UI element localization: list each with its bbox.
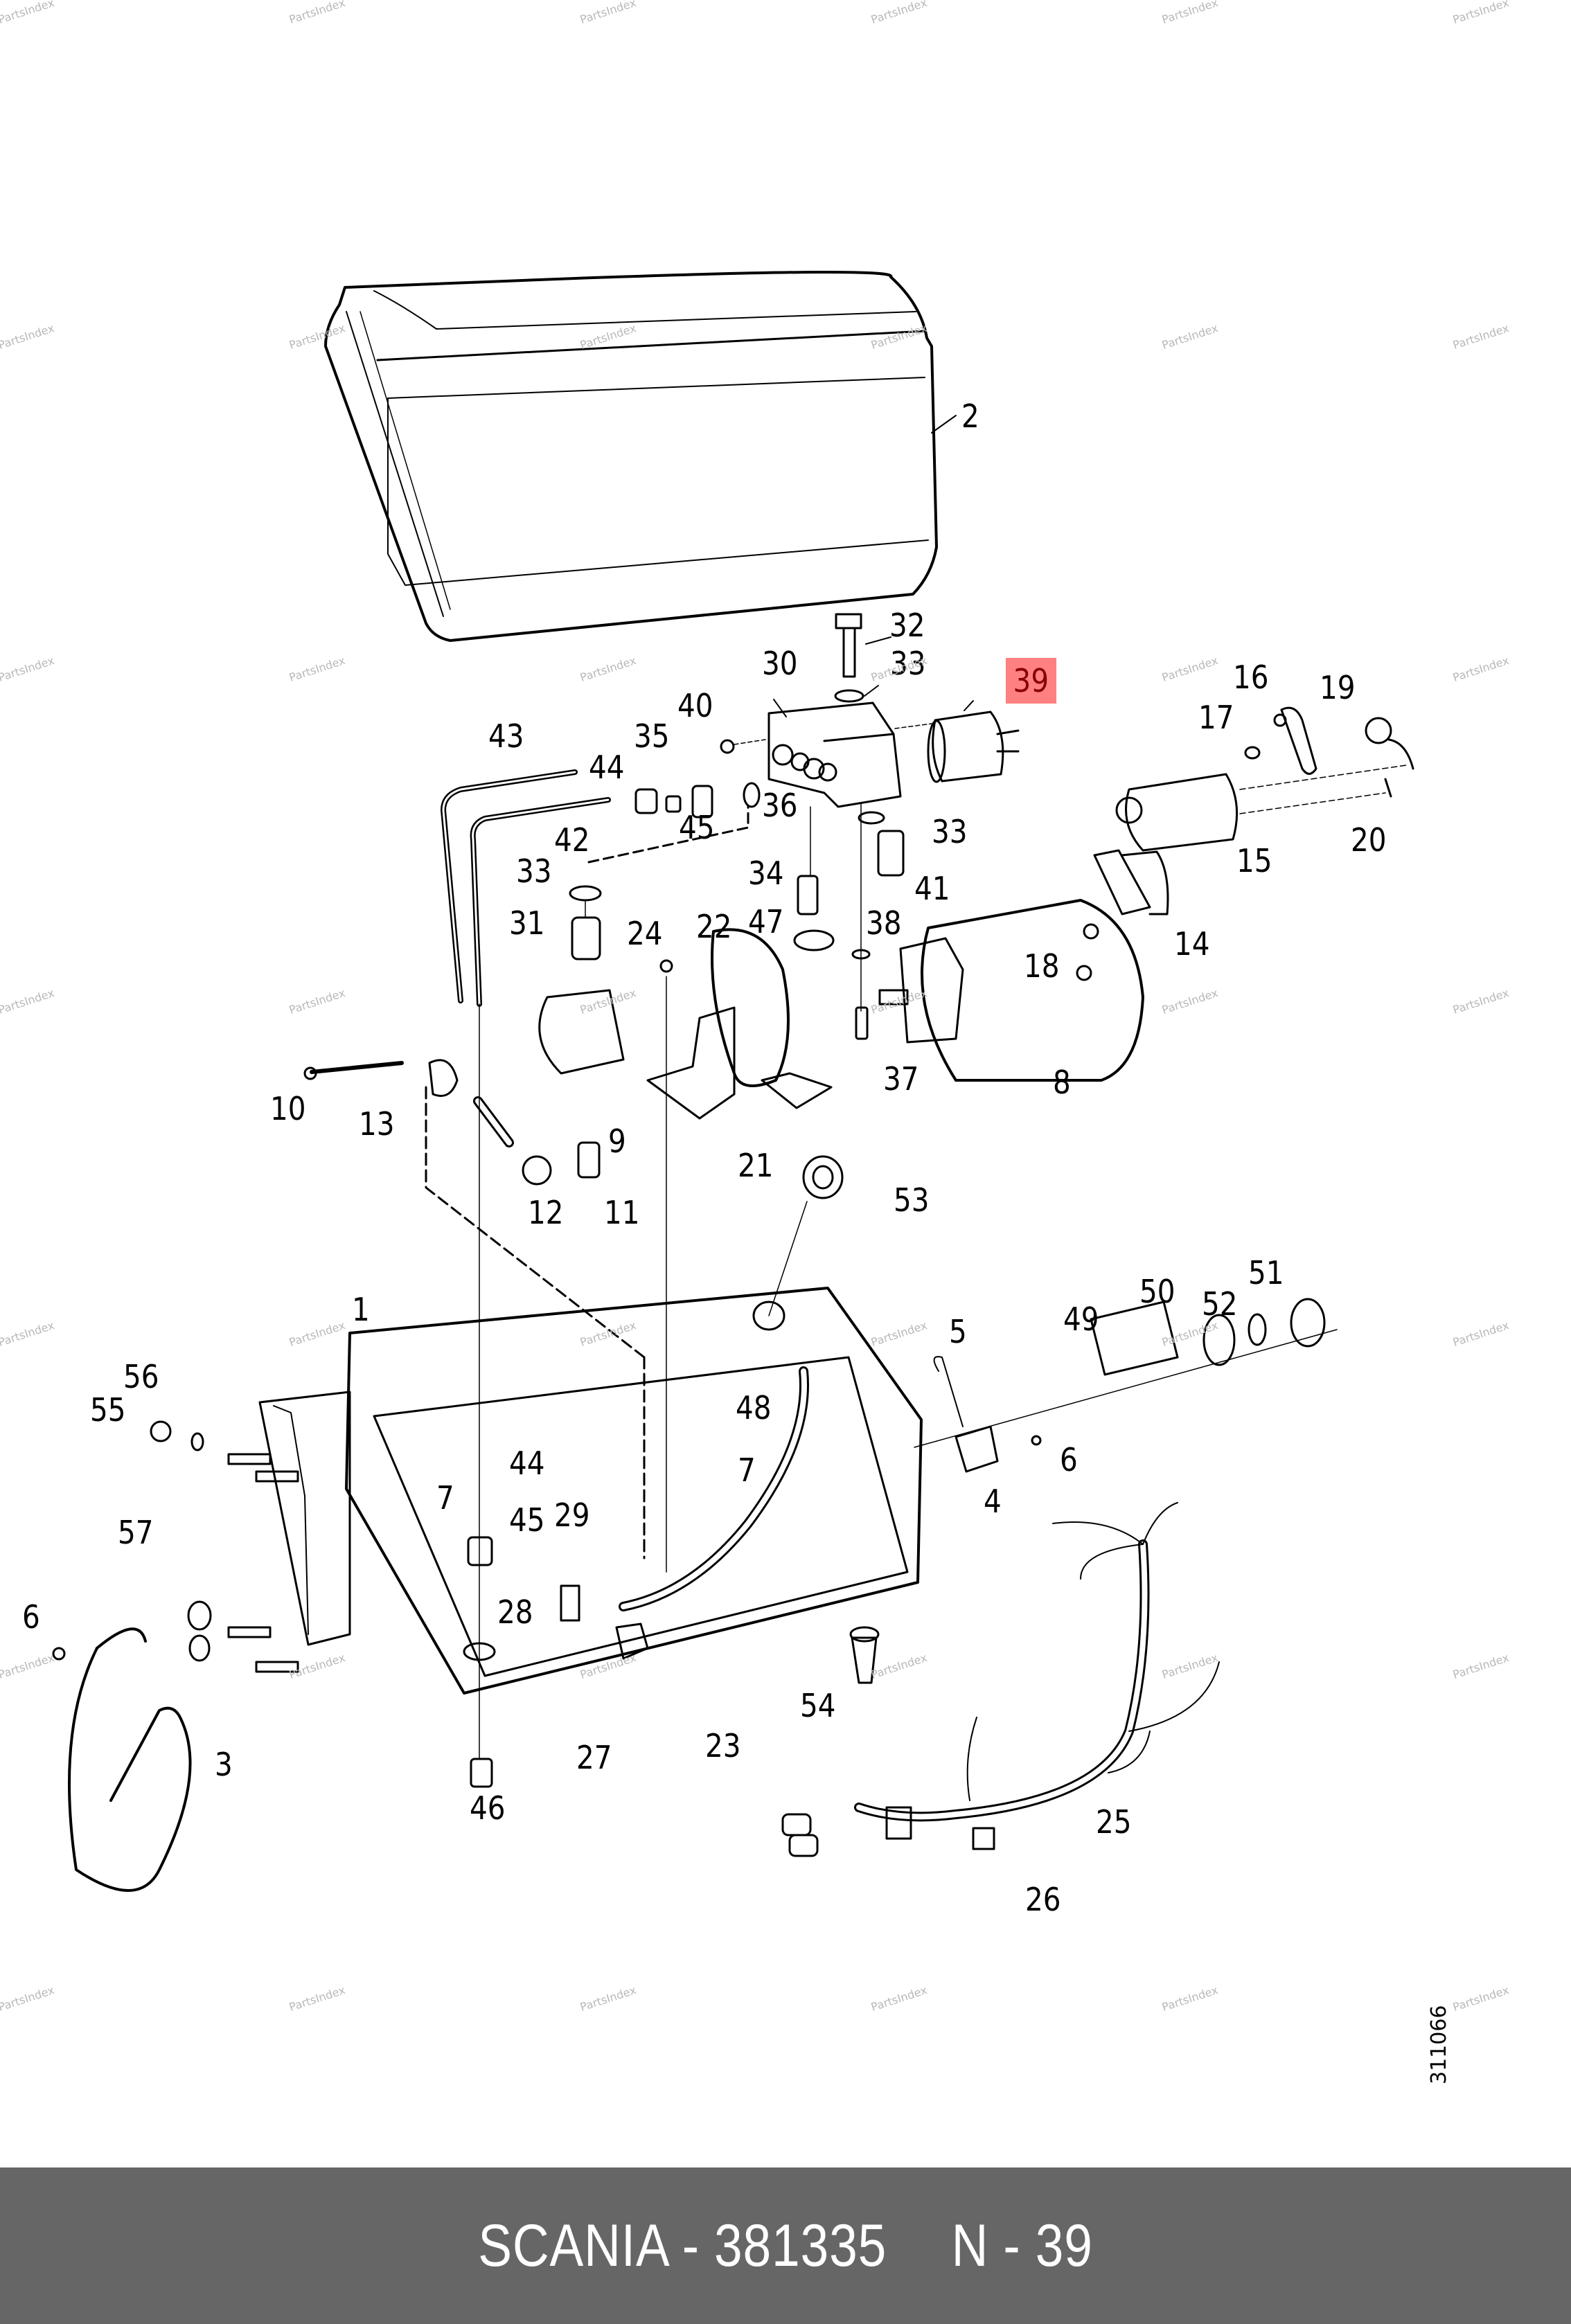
callout-label[interactable]: 50	[1139, 1273, 1175, 1310]
callout-label[interactable]: 38	[866, 904, 902, 942]
callout-label[interactable]: 35	[634, 717, 670, 755]
callout-label[interactable]: 7	[436, 1479, 454, 1517]
mounting-hardware	[52, 1420, 299, 1892]
diagram-position: N - 39	[951, 2212, 1093, 2279]
callout-label[interactable]: 57	[118, 1514, 154, 1551]
callout-label[interactable]: 40	[677, 687, 713, 724]
callout-label[interactable]: 45	[509, 1501, 545, 1539]
callout-label[interactable]: 6	[1060, 1441, 1078, 1478]
callout-label[interactable]: 13	[359, 1105, 395, 1143]
callout-label[interactable]: 23	[705, 1727, 741, 1764]
callout-label[interactable]: 51	[1248, 1254, 1284, 1291]
callout-label[interactable]: 15	[1236, 842, 1272, 879]
callout-label[interactable]: 41	[914, 870, 950, 907]
callout-label[interactable]: 8	[1053, 1064, 1071, 1101]
callout-label[interactable]: 2	[961, 397, 979, 435]
motor-part-8	[878, 899, 1144, 1082]
callout-label[interactable]: 33	[516, 852, 552, 890]
callout-label[interactable]: 19	[1320, 669, 1356, 706]
callout-label[interactable]: 24	[627, 915, 663, 952]
callout-label[interactable]: 26	[1025, 1881, 1061, 1918]
callout-label[interactable]: 29	[554, 1496, 590, 1534]
callout-label[interactable]: 55	[90, 1391, 126, 1429]
cap-part-53	[768, 1155, 844, 1316]
callout-label[interactable]: 27	[576, 1739, 612, 1776]
callout-label[interactable]: 18	[1024, 947, 1060, 985]
callout-label[interactable]: 14	[1174, 925, 1210, 963]
wiring-harness-part-25	[781, 1502, 1220, 1857]
valve-block-part-30	[767, 699, 902, 808]
callout-label[interactable]: 3	[215, 1746, 233, 1783]
brand-part-number: SCANIA - 381335	[478, 2212, 887, 2279]
cover-part-2	[324, 270, 957, 642]
callout-label[interactable]: 47	[748, 903, 784, 940]
switches-and-clamps	[793, 803, 905, 1040]
footer-bar: SCANIA - 381335 N - 39	[0, 2167, 1571, 2324]
callout-label[interactable]: 7	[738, 1451, 756, 1489]
exploded-view-drawing	[52, 270, 1414, 1892]
callout-label[interactable]: 20	[1351, 821, 1387, 859]
solenoid-part-15	[1115, 765, 1407, 852]
callout-label[interactable]: 4	[984, 1483, 1002, 1520]
callout-label[interactable]: 9	[608, 1123, 626, 1160]
callout-label[interactable]: 37	[883, 1060, 919, 1098]
callout-label[interactable]: 16	[1233, 659, 1269, 696]
footer-text: SCANIA - 381335 N - 39	[478, 2212, 1092, 2280]
fittings-row	[634, 739, 766, 819]
callout-label[interactable]: 56	[123, 1358, 159, 1395]
callout-label[interactable]: 11	[604, 1194, 640, 1231]
callout-label[interactable]: 5	[949, 1313, 967, 1350]
drawing-number: 311066	[1427, 2005, 1451, 2084]
bottom-fittings	[463, 1003, 880, 1788]
callout-label[interactable]: 48	[736, 1389, 772, 1427]
callout-label[interactable]: 54	[800, 1687, 836, 1724]
callout-label[interactable]: 22	[696, 908, 732, 945]
pipe-part-43	[441, 769, 578, 1003]
callout-label[interactable]: 44	[589, 749, 625, 786]
solenoid-part-39	[894, 700, 1020, 783]
callout-label[interactable]: 34	[748, 855, 784, 892]
bracket-part-14	[1093, 849, 1169, 915]
callout-label[interactable]: 31	[509, 904, 545, 942]
pipe-part-42	[470, 797, 611, 1007]
callout-label[interactable]: 32	[889, 607, 925, 644]
callout-label[interactable]: 42	[554, 821, 590, 859]
callout-label[interactable]: 30	[762, 645, 798, 682]
callout-label[interactable]: 36	[762, 787, 798, 824]
callout-label[interactable]: 10	[270, 1090, 306, 1127]
fitting-part-31	[569, 805, 749, 960]
callout-label[interactable]: 43	[488, 717, 524, 755]
callout-label[interactable]: 6	[22, 1598, 40, 1636]
callout-highlighted[interactable]: 39	[1006, 658, 1056, 704]
callout-label[interactable]: 46	[470, 1789, 506, 1827]
callout-label[interactable]: 45	[679, 809, 715, 846]
filter-assembly	[914, 1298, 1338, 1473]
callout-label[interactable]: 44	[509, 1445, 545, 1482]
callout-label[interactable]: 1	[352, 1291, 370, 1328]
callout-label[interactable]: 28	[497, 1593, 533, 1631]
small-parts-16-17-19-20	[1244, 706, 1414, 798]
pump-part-9	[303, 989, 625, 1186]
callout-label[interactable]: 53	[894, 1181, 930, 1219]
callout-label[interactable]: 33	[890, 645, 926, 682]
tank-part-1	[258, 1086, 923, 1695]
callout-label[interactable]: 33	[932, 813, 968, 850]
callout-label[interactable]: 12	[528, 1194, 564, 1231]
callout-label[interactable]: 21	[738, 1147, 774, 1184]
callout-label[interactable]: 17	[1198, 699, 1234, 736]
callout-label[interactable]: 52	[1202, 1285, 1238, 1323]
callout-label[interactable]: 49	[1063, 1300, 1099, 1338]
clamp-part-22	[646, 928, 833, 1573]
callout-label[interactable]: 25	[1096, 1803, 1132, 1841]
banjo-bolt-part-32	[834, 613, 891, 703]
